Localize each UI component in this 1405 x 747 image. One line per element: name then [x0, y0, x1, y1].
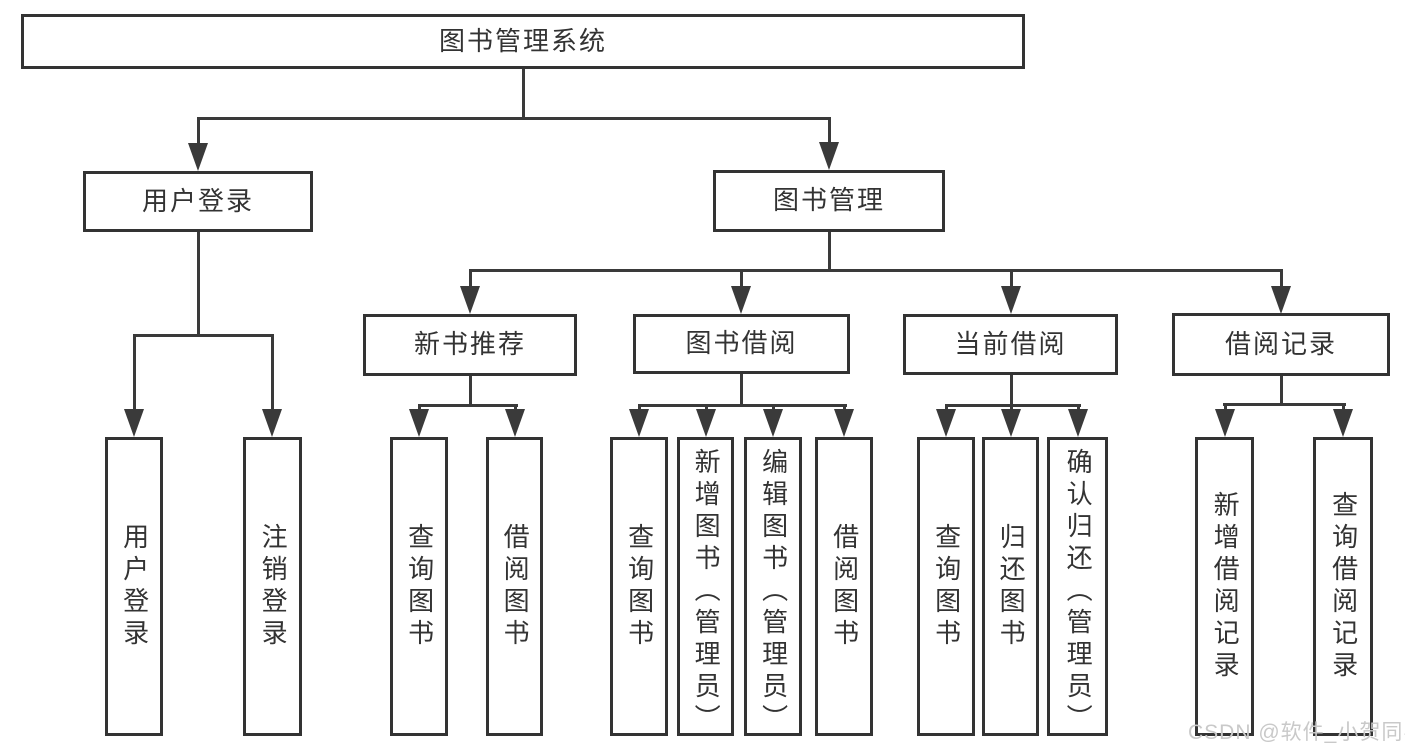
connector-line: [133, 334, 274, 337]
connector-line: [468, 376, 472, 407]
arrowhead-down-icon: [409, 409, 429, 437]
arrowhead-down-icon: [1068, 409, 1088, 437]
arrowhead-down-icon: [262, 409, 282, 437]
leaf-query-books-borrowing: 查询图书: [610, 437, 668, 736]
connector-line: [771, 404, 775, 413]
leaf-user-login: 用户登录: [105, 437, 163, 736]
connector-line: [704, 404, 708, 413]
connector-line: [1341, 403, 1345, 412]
leaf-borrow-books-borrowing: 借阅图书: [815, 437, 873, 736]
connector-line: [944, 404, 948, 413]
connector-line: [1223, 403, 1346, 406]
node-library-management-system: 图书管理系统: [21, 14, 1025, 69]
arrowhead-down-icon: [505, 409, 525, 437]
leaf-return-books: 归还图书: [982, 437, 1039, 736]
connector-line: [468, 269, 472, 291]
connector-line: [196, 117, 200, 147]
arrowhead-down-icon: [1001, 409, 1021, 437]
connector-line: [521, 69, 525, 118]
node-book-management: 图书管理: [713, 170, 945, 232]
arrowhead-down-icon: [696, 409, 716, 437]
leaf-query-books-recommend: 查询图书: [390, 437, 448, 736]
csdn-watermark: CSDN @软件_小贺同学: [1188, 721, 1405, 744]
arrowhead-down-icon: [1271, 286, 1291, 314]
connector-line: [827, 232, 831, 272]
connector-line: [945, 404, 1081, 407]
arrowhead-down-icon: [819, 142, 839, 170]
connector-line: [1223, 403, 1227, 412]
connector-line: [827, 117, 831, 147]
leaf-edit-books-admin: 编辑图书（管理员）: [744, 437, 802, 736]
node-user-login: 用户登录: [83, 171, 313, 232]
arrowhead-down-icon: [1333, 409, 1353, 437]
leaf-confirm-return-admin: 确认归还（管理员）: [1047, 437, 1108, 736]
leaf-borrow-books-recommend: 借阅图书: [486, 437, 543, 736]
leaf-query-borrow-record: 查询借阅记录: [1313, 437, 1373, 736]
connector-line: [470, 269, 1283, 272]
connector-line: [132, 334, 136, 412]
arrowhead-down-icon: [629, 409, 649, 437]
node-borrowing-records: 借阅记录: [1172, 313, 1390, 376]
connector-line: [417, 404, 421, 413]
connector-line: [1279, 376, 1283, 406]
connector-line: [638, 404, 847, 407]
connector-line: [1009, 404, 1013, 413]
connector-line: [196, 232, 200, 336]
connector-line: [197, 117, 831, 120]
node-current-borrowing: 当前借阅: [903, 314, 1118, 375]
connector-line: [1009, 375, 1013, 407]
connector-line: [637, 404, 641, 413]
connector-line: [842, 404, 846, 413]
arrowhead-down-icon: [834, 409, 854, 437]
leaf-logout: 注销登录: [243, 437, 302, 736]
arrowhead-down-icon: [936, 409, 956, 437]
connector-line: [1009, 269, 1013, 291]
connector-line: [1279, 269, 1283, 291]
node-book-borrowing: 图书借阅: [633, 314, 850, 374]
connector-line: [739, 269, 743, 291]
arrowhead-down-icon: [731, 286, 751, 314]
connector-line: [739, 374, 743, 407]
connector-line: [418, 404, 518, 407]
connector-line: [1076, 404, 1080, 413]
arrowhead-down-icon: [124, 409, 144, 437]
arrowhead-down-icon: [1215, 409, 1235, 437]
arrowhead-down-icon: [460, 286, 480, 314]
arrowhead-down-icon: [1001, 286, 1021, 314]
node-new-book-recommendation: 新书推荐: [363, 314, 577, 376]
leaf-add-borrow-record: 新增借阅记录: [1195, 437, 1254, 736]
connector-line: [270, 334, 274, 412]
connector-line: [513, 404, 517, 413]
arrowhead-down-icon: [188, 143, 208, 171]
leaf-query-books-current: 查询图书: [917, 437, 975, 736]
leaf-add-books-admin: 新增图书（管理员）: [677, 437, 734, 736]
arrowhead-down-icon: [763, 409, 783, 437]
